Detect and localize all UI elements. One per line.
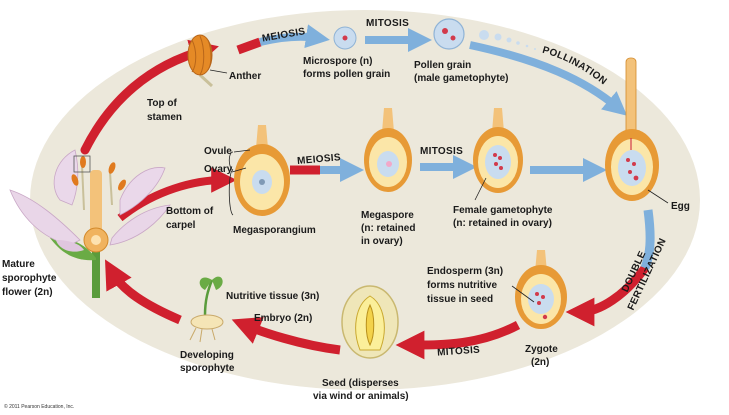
arrow-flower-to-anther [80, 39, 219, 155]
mitosis-bottom-label: MITOSIS [437, 345, 481, 359]
copyright-notice: © 2011 Pearson Education, Inc. [4, 403, 74, 410]
nutritive-tissue-label: Nutritive tissue (3n) [226, 291, 319, 302]
top-of-stamen-label: Top of stamen [147, 98, 182, 123]
arrow-flower-to-ovule [117, 167, 237, 222]
anther-label: Anther [229, 71, 261, 82]
meiosis-mid-label: MEIOSIS [297, 152, 342, 167]
arrow-zygote-to-seed [395, 321, 521, 360]
cycle-arrows [80, 37, 649, 360]
ovule-endosperm-zygote [515, 250, 567, 329]
bottom-of-carpel-label: Bottom of carpel [166, 206, 216, 231]
ovule-label: Ovule [204, 146, 232, 157]
arrow-pollination [469, 41, 628, 116]
arrow-double-fertilization [640, 209, 655, 270]
ovule-megaspore [364, 108, 412, 192]
ovule-egg-pollen-tube [605, 57, 659, 201]
developing-sporophyte-label: Developing sporophyte [180, 350, 237, 374]
megaspore-label: Megaspore (n: retained in ovary) [361, 210, 418, 247]
embryo-label: Embryo (2n) [254, 313, 312, 324]
ovule-female-gametophyte [473, 108, 523, 193]
ovule-megasporangium [234, 125, 290, 216]
arrow-seed-to-seedling [231, 317, 341, 355]
step-arrows [259, 24, 655, 270]
ovary-label: Ovary [204, 164, 233, 175]
seedling-illustration [189, 276, 224, 343]
arrow-fertilization-to-endosperm [565, 265, 649, 327]
egg-label: Egg [671, 201, 690, 212]
endosperm-label: Endosperm (3n) forms nutritive tissue in… [427, 266, 506, 305]
mitosis-top-label: MITOSIS [366, 18, 409, 29]
seed-illustration [341, 285, 399, 359]
mitosis-mid-label: MITOSIS [420, 146, 463, 157]
female-gametophyte-label: Female gametophyte (n: retained in ovary… [453, 205, 555, 229]
arrow-seedling-to-flower [104, 259, 182, 325]
meiosis-top-red-segment [236, 37, 262, 55]
pollen-grain-label: Pollen grain (male gametophyte) [414, 60, 508, 84]
pollen-grain-illustration [433, 18, 536, 50]
anther-illustration [187, 34, 214, 88]
seed-label: Seed (disperses via wind or animals) [313, 378, 409, 402]
zygote-label: Zygote (2n) [525, 344, 561, 368]
leader-lines [209, 69, 669, 303]
microspore-label: Microspore (n) forms pollen grain [303, 56, 390, 80]
arrow-meiosis-top [259, 24, 330, 49]
stamen-highlight-box [73, 155, 91, 173]
microspore-illustration [333, 26, 357, 50]
megasporangium-label: Megasporangium [233, 225, 316, 236]
mature-flower-label: Mature sporophyte flower (2n) [2, 259, 59, 298]
flower-illustration [9, 149, 171, 298]
